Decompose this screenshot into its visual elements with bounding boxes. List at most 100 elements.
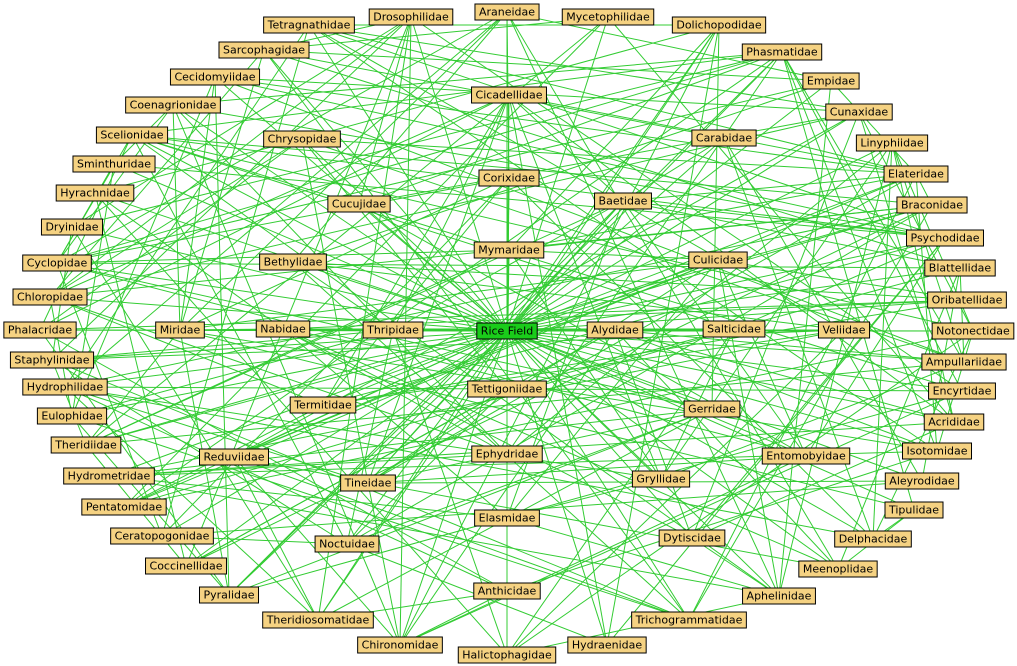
- node-delphacidae[interactable]: Delphacidae: [834, 530, 912, 548]
- node-dolichopodidae[interactable]: Dolichopodidae: [671, 16, 767, 34]
- node-araneidae[interactable]: Araneidae: [474, 3, 540, 21]
- node-drosophilidae[interactable]: Drosophilidae: [368, 8, 454, 26]
- node-nabidae[interactable]: Nabidae: [255, 320, 311, 338]
- node-thripidae[interactable]: Thripidae: [362, 321, 424, 339]
- node-label: Braconidae: [901, 199, 963, 212]
- node-mycetophilidae[interactable]: Mycetophilidae: [561, 8, 655, 26]
- node-tineidae[interactable]: Tineidae: [340, 474, 396, 492]
- node-cunaxidae[interactable]: Cunaxidae: [825, 103, 893, 121]
- node-encyrtidae[interactable]: Encyrtidae: [928, 382, 996, 400]
- node-chloropidae[interactable]: Chloropidae: [12, 288, 88, 306]
- edge-gerridae-dolichopodidae: [711, 24, 720, 410]
- node-gerridae[interactable]: Gerridae: [683, 400, 741, 418]
- edge-dolichopodidae-chrysopidae: [301, 24, 720, 140]
- node-ampullariidae[interactable]: Ampullariidae: [921, 353, 1007, 371]
- node-sminthuridae[interactable]: Sminthuridae: [72, 155, 156, 173]
- node-label: Phalacridae: [8, 324, 72, 337]
- edge-acrididae-mycetophilidae: [607, 16, 955, 423]
- node-coenagrionidae[interactable]: Coenagrionidae: [125, 96, 221, 114]
- node-box: [125, 96, 221, 114]
- node-culicidae[interactable]: Culicidae: [688, 251, 748, 269]
- node-cyclopidae[interactable]: Cyclopidae: [22, 254, 92, 272]
- node-isotomidae[interactable]: Isotomidae: [901, 442, 973, 460]
- node-ceratopogonidae[interactable]: Ceratopogonidae: [110, 527, 214, 545]
- node-chrysopidae[interactable]: Chrysopidae: [263, 130, 341, 148]
- node-coccinellidae[interactable]: Coccinellidae: [145, 557, 227, 575]
- node-label: Psychodidae: [911, 232, 980, 245]
- node-phasmatidae[interactable]: Phasmatidae: [741, 43, 823, 61]
- node-ephydridae[interactable]: Ephydridae: [471, 445, 543, 463]
- node-aphelinidae[interactable]: Aphelinidae: [742, 587, 816, 605]
- node-dytiscidae[interactable]: Dytiscidae: [658, 529, 726, 547]
- node-label: Empidae: [807, 75, 855, 88]
- node-elateridae[interactable]: Elateridae: [883, 165, 949, 183]
- node-eulophidae[interactable]: Eulophidae: [36, 407, 108, 425]
- node-box: [473, 241, 545, 259]
- node-oribatellidae[interactable]: Oribatellidae: [927, 291, 1007, 309]
- edge-rice-field-linyphiidae: [506, 142, 893, 332]
- node-scelionidae[interactable]: Scelionidae: [95, 126, 169, 144]
- node-reduviidae[interactable]: Reduviidae: [199, 448, 269, 466]
- edge-termitidae-chloropidae: [49, 296, 324, 406]
- node-bethylidae[interactable]: Bethylidae: [259, 253, 327, 271]
- node-gryllidae[interactable]: Gryllidae: [631, 470, 691, 488]
- node-cecidomyiidae[interactable]: Cecidomyiidae: [169, 68, 261, 86]
- node-tipulidae[interactable]: Tipulidae: [884, 501, 944, 519]
- node-miridae[interactable]: Miridae: [155, 321, 205, 339]
- node-pyralidae[interactable]: Pyralidae: [198, 586, 260, 604]
- node-acrididae[interactable]: Acrididae: [923, 413, 985, 431]
- edge-eulophidae-cecidomyiidae: [71, 76, 216, 417]
- node-salticidae[interactable]: Salticidae: [702, 320, 766, 338]
- node-box: [314, 535, 380, 553]
- node-aleyrodidae[interactable]: Aleyrodidae: [884, 472, 960, 490]
- node-pentatomidae[interactable]: Pentatomidae: [81, 498, 167, 516]
- node-empidae[interactable]: Empidae: [802, 72, 860, 90]
- node-halictophagidae[interactable]: Halictophagidae: [457, 646, 557, 664]
- node-sarcophagidae[interactable]: Sarcophagidae: [218, 41, 310, 59]
- node-linyphiidae[interactable]: Linyphiidae: [855, 134, 929, 152]
- node-blattellidae[interactable]: Blattellidae: [924, 259, 996, 277]
- node-cicadellidae[interactable]: Cicadellidae: [471, 86, 547, 104]
- node-tettigoniidae[interactable]: Tettigoniidae: [467, 380, 547, 398]
- node-tetragnathidae[interactable]: Tetragnathidae: [263, 16, 355, 34]
- node-label: Cucujidae: [332, 198, 387, 211]
- node-staphylinidae[interactable]: Staphylinidae: [9, 351, 95, 369]
- node-entomobyidae[interactable]: Entomobyidae: [761, 447, 851, 465]
- node-hydrophilidae[interactable]: Hydrophilidae: [22, 378, 108, 396]
- edge-nabidae-meenoplidae: [282, 328, 839, 570]
- node-noctuidae[interactable]: Noctuidae: [314, 535, 380, 553]
- node-veliidae[interactable]: Veliidae: [817, 321, 871, 339]
- node-alydidae[interactable]: Alydidae: [586, 321, 644, 339]
- node-label: Elateridae: [888, 168, 944, 181]
- node-dryinidae[interactable]: Dryinidae: [40, 218, 104, 236]
- node-psychodidae[interactable]: Psychodidae: [906, 229, 984, 247]
- node-theridiosomatidae[interactable]: Theridiosomatidae: [262, 611, 374, 629]
- node-rice-field[interactable]: Rice Field: [476, 322, 538, 340]
- node-label: Linyphiidae: [860, 137, 923, 150]
- node-notonectidae[interactable]: Notonectidae: [931, 322, 1015, 340]
- node-meenoplidae[interactable]: Meenoplidae: [798, 560, 878, 578]
- node-anthicidae[interactable]: Anthicidae: [473, 582, 541, 600]
- node-label: Theridiidae: [54, 439, 117, 452]
- node-baetidae[interactable]: Baetidae: [594, 192, 652, 210]
- node-braconidae[interactable]: Braconidae: [896, 196, 968, 214]
- node-hydraenidae[interactable]: Hydraenidae: [567, 636, 647, 654]
- node-corixidae[interactable]: Corixidae: [478, 169, 540, 187]
- node-label: Chironomidae: [362, 639, 439, 652]
- edge-tipulidae-phasmatidae: [781, 51, 915, 511]
- node-label: Elasmidae: [479, 512, 536, 525]
- node-theridiidae[interactable]: Theridiidae: [50, 436, 122, 454]
- node-mymaridae[interactable]: Mymaridae: [473, 241, 545, 259]
- node-trichogrammatidae[interactable]: Trichogrammatidae: [631, 611, 747, 629]
- node-phalacridae[interactable]: Phalacridae: [3, 321, 77, 339]
- node-chironomidae[interactable]: Chironomidae: [357, 636, 443, 654]
- node-hydrometridae[interactable]: Hydrometridae: [63, 467, 155, 485]
- node-cucujidae[interactable]: Cucujidae: [327, 195, 391, 213]
- edge-hyrachnidae-halictophagidae: [94, 192, 508, 656]
- node-carabidae[interactable]: Carabidae: [691, 129, 757, 147]
- edge-phasmatidae-isotomidae: [781, 51, 938, 452]
- node-hyrachnidae[interactable]: Hyrachnidae: [55, 184, 135, 202]
- node-elasmidae[interactable]: Elasmidae: [474, 509, 540, 527]
- edge-elateridae-trichogrammatidae: [688, 173, 917, 621]
- node-termitidae[interactable]: Termitidae: [289, 396, 357, 414]
